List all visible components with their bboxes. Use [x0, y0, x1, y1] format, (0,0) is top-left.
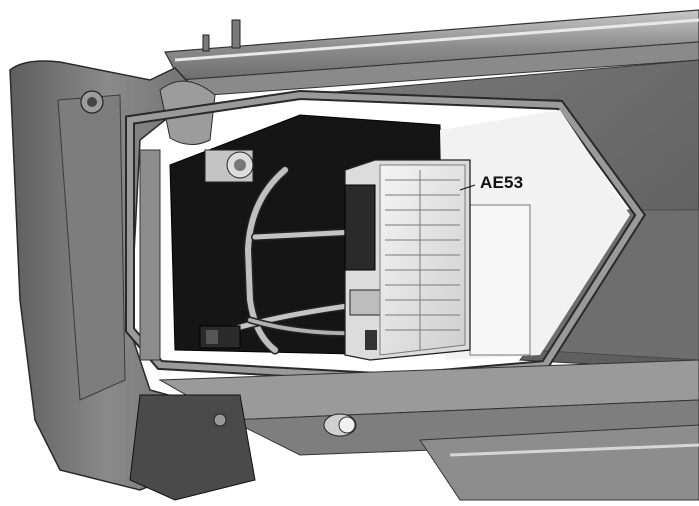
left-housing — [9, 60, 216, 491]
round-connector — [204, 149, 254, 183]
wiring-harness — [226, 165, 369, 355]
bottom-rails — [158, 359, 699, 501]
mounting-bolt — [202, 19, 241, 52]
ae53-callout-label: AE53 — [480, 173, 524, 192]
plug-connector — [199, 325, 241, 349]
frame-opening — [125, 89, 647, 384]
top-rail — [164, 9, 699, 96]
lower-base — [129, 394, 256, 501]
callout-leader-line — [459, 184, 476, 191]
heatsink — [379, 164, 466, 356]
